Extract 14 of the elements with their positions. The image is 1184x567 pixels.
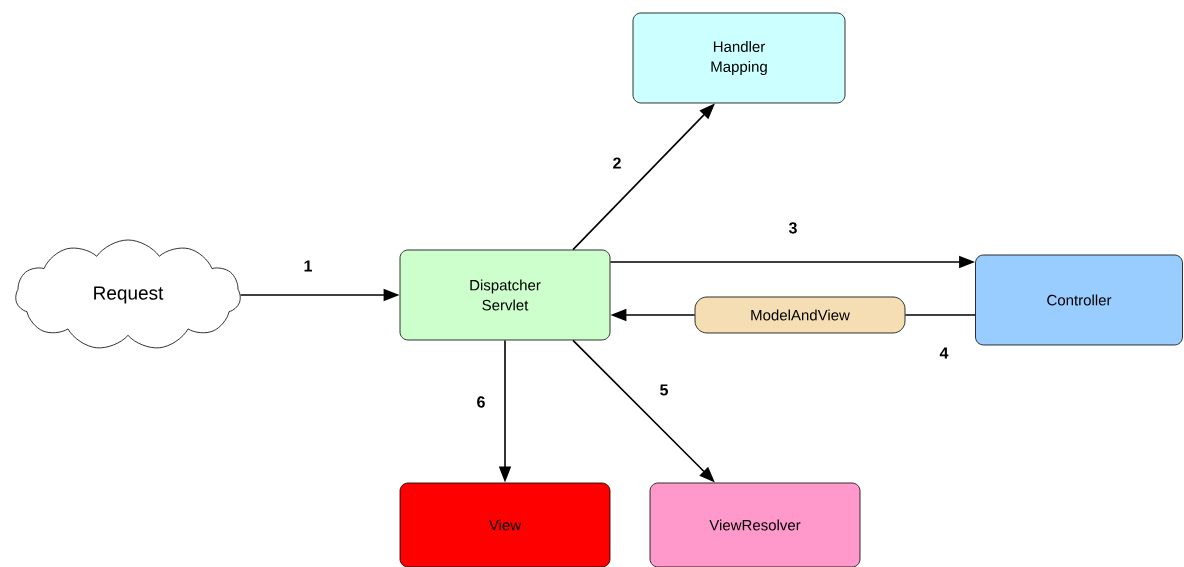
edge-label: 6	[477, 396, 485, 408]
process-box: Handler Mapping	[632, 12, 846, 104]
connector-line	[904, 314, 976, 316]
process-box: Dispatcher Servlet	[399, 249, 611, 341]
process-box: ViewResolver	[649, 482, 861, 567]
edge-label: 4	[939, 347, 949, 359]
edge-label: 5	[660, 384, 668, 396]
cloud: Request	[15, 239, 241, 349]
edge-label: 2	[613, 157, 621, 169]
process-box: Controller	[975, 254, 1183, 346]
edge-label: 3	[788, 222, 797, 234]
process-box: View	[399, 482, 611, 567]
edge-label: 1	[304, 260, 312, 272]
data-label: ModelAndView	[694, 296, 906, 334]
